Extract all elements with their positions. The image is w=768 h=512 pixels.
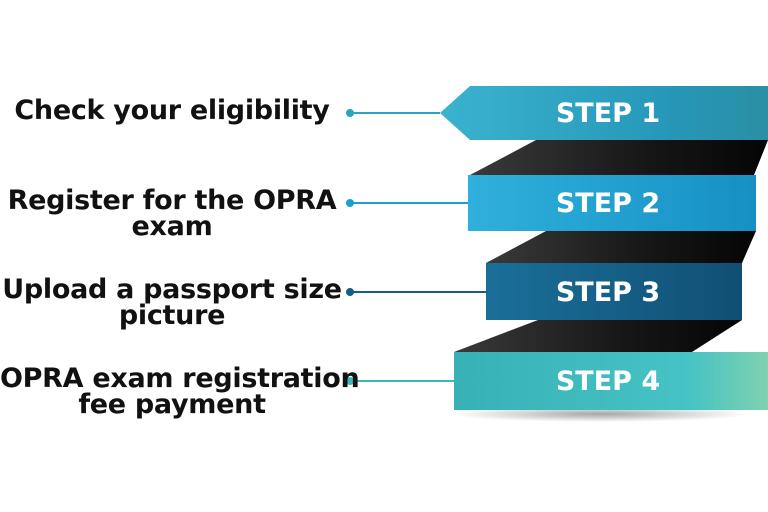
- step-4-dot: [346, 377, 354, 385]
- step-2-label: Register for the OPRA exam: [0, 185, 344, 242]
- step-4-label: OPRA exam registration fee payment: [0, 363, 360, 420]
- step-3-label-line-1: Upload a passport size: [2, 274, 342, 305]
- step-1-badge: STEP 1: [556, 98, 660, 129]
- step-2-badge: STEP 2: [556, 188, 660, 219]
- step-2-label-line-1: Register for the OPRA: [7, 185, 337, 216]
- step-1-ribbon: [440, 86, 768, 140]
- step-3-ribbon: [486, 263, 742, 320]
- step-1-dot: [346, 109, 354, 117]
- step-1-label: Check your eligibility: [0, 95, 344, 126]
- step-3-dot: [346, 288, 354, 296]
- step-4-label-line-2: fee payment: [78, 389, 266, 420]
- step-4-badge: STEP 4: [556, 366, 660, 397]
- ribbon-fold-2: [486, 231, 756, 263]
- step-2-label-line-2: exam: [131, 211, 213, 242]
- step-3-label: Upload a passport size picture: [0, 274, 344, 331]
- ribbon-fold-1: [470, 140, 768, 175]
- step-4-ribbon: [454, 352, 768, 410]
- ribbon-fold-3: [454, 320, 742, 352]
- step-3-label-line-2: picture: [118, 300, 226, 331]
- step-4-label-line-1: OPRA exam registration: [0, 363, 360, 394]
- step-3-badge: STEP 3: [556, 277, 660, 308]
- step-2-dot: [346, 199, 354, 207]
- step-1-label-line-1: Check your eligibility: [14, 95, 330, 126]
- step-2-ribbon: [468, 175, 756, 231]
